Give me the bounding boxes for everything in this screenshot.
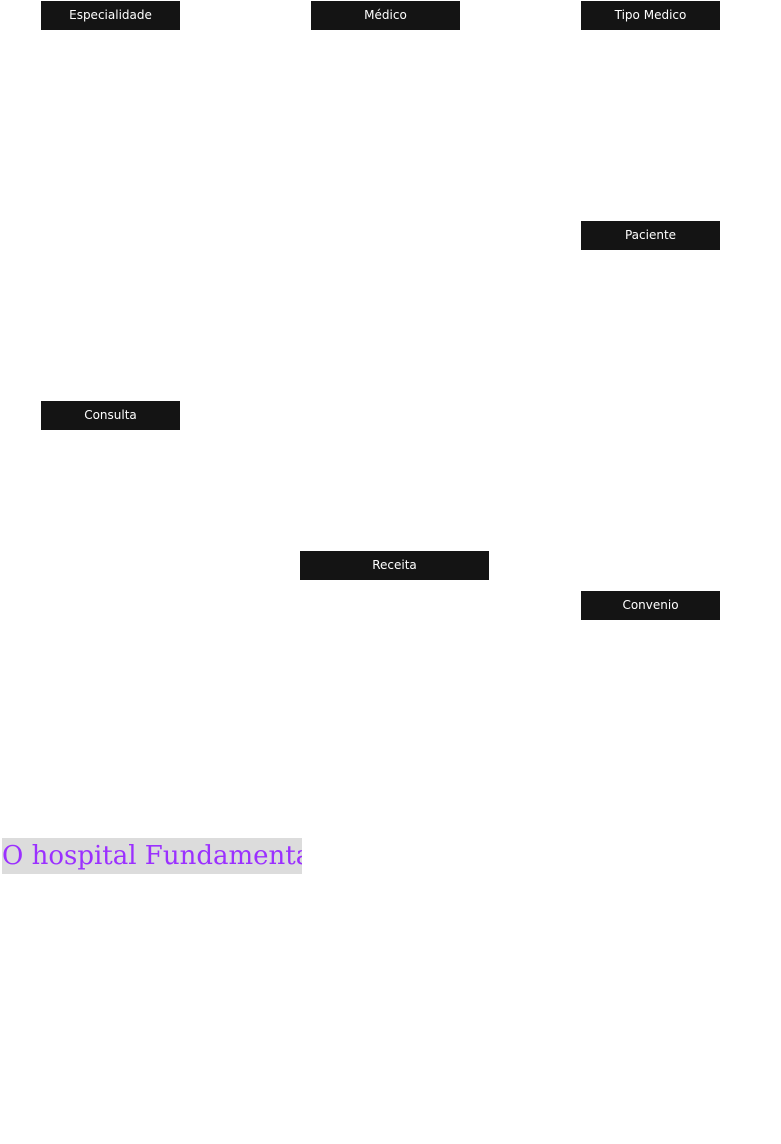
page-title: O hospital Fundamental: [2, 838, 302, 874]
convenio-button[interactable]: Convenio: [581, 591, 720, 620]
tipo-medico-button[interactable]: Tipo Medico: [581, 1, 720, 30]
medico-button[interactable]: Médico: [311, 1, 460, 30]
especialidade-button[interactable]: Especialidade: [41, 1, 180, 30]
receita-button[interactable]: Receita: [300, 551, 489, 580]
consulta-button[interactable]: Consulta: [41, 401, 180, 430]
paciente-button[interactable]: Paciente: [581, 221, 720, 250]
